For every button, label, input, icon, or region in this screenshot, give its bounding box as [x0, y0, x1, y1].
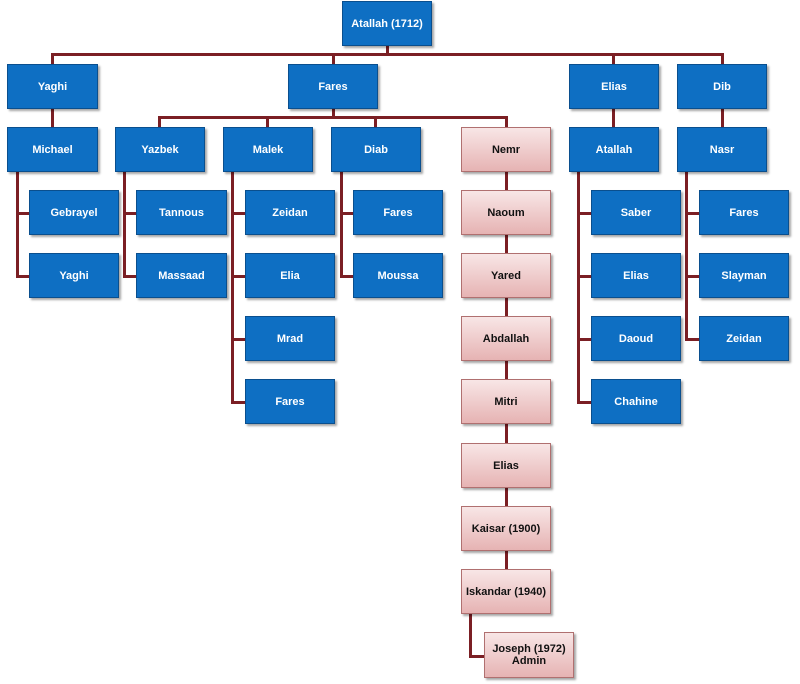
connector [685, 172, 688, 341]
node-elias-atallah[interactable]: Elias [591, 253, 681, 298]
node-abdallah[interactable]: Abdallah [461, 316, 551, 361]
connector [577, 401, 591, 404]
node-nasr[interactable]: Nasr [677, 127, 767, 172]
connector [386, 46, 389, 54]
node-elias-nemr[interactable]: Elias [461, 443, 551, 488]
node-moussa[interactable]: Moussa [353, 253, 443, 298]
node-malek[interactable]: Malek [223, 127, 313, 172]
connector [231, 212, 245, 215]
connector [577, 338, 591, 341]
connector [721, 109, 724, 128]
node-saber[interactable]: Saber [591, 190, 681, 235]
connector [51, 53, 54, 65]
node-fares[interactable]: Fares [288, 64, 378, 109]
connector [612, 53, 615, 65]
node-zeidan-nasr[interactable]: Zeidan [699, 316, 789, 361]
node-zeidan[interactable]: Zeidan [245, 190, 335, 235]
connector [469, 655, 485, 658]
connector [577, 212, 591, 215]
connector [158, 116, 508, 119]
connector [685, 275, 699, 278]
node-fares-nasr[interactable]: Fares [699, 190, 789, 235]
node-diab[interactable]: Diab [331, 127, 421, 172]
node-yazbek[interactable]: Yazbek [115, 127, 205, 172]
connector [231, 338, 245, 341]
node-dib[interactable]: Dib [677, 64, 767, 109]
connector [577, 275, 591, 278]
connector [123, 275, 137, 278]
connector [123, 172, 126, 278]
node-yaghi-child[interactable]: Yaghi [29, 253, 119, 298]
connector [332, 53, 335, 65]
connector [685, 212, 699, 215]
node-chahine[interactable]: Chahine [591, 379, 681, 424]
node-nemr[interactable]: Nemr [461, 127, 551, 172]
connector [505, 116, 508, 128]
node-massaad[interactable]: Massaad [136, 253, 227, 298]
connector [16, 172, 19, 278]
connector [340, 275, 354, 278]
node-elias[interactable]: Elias [569, 64, 659, 109]
node-fares-malek[interactable]: Fares [245, 379, 335, 424]
connector [340, 172, 343, 278]
node-kaisar[interactable]: Kaisar (1900) [461, 506, 551, 551]
connector [231, 275, 245, 278]
node-yared[interactable]: Yared [461, 253, 551, 298]
connector [266, 116, 269, 128]
node-tannous[interactable]: Tannous [136, 190, 227, 235]
connector [612, 109, 615, 128]
node-root[interactable]: Atallah (1712) [342, 1, 432, 46]
node-mrad[interactable]: Mrad [245, 316, 335, 361]
node-daoud[interactable]: Daoud [591, 316, 681, 361]
connector [721, 53, 724, 65]
connector [469, 614, 472, 658]
node-michael[interactable]: Michael [7, 127, 98, 172]
connector [16, 212, 30, 215]
connector [158, 116, 161, 128]
connector [505, 172, 508, 572]
connector [577, 172, 580, 404]
node-joseph[interactable]: Joseph (1972) Admin [484, 632, 574, 678]
node-iskandar[interactable]: Iskandar (1940) [461, 569, 551, 614]
node-naoum[interactable]: Naoum [461, 190, 551, 235]
connector [340, 212, 354, 215]
connector [332, 109, 335, 118]
node-gebrayel[interactable]: Gebrayel [29, 190, 119, 235]
node-slayman[interactable]: Slayman [699, 253, 789, 298]
connector [51, 53, 724, 56]
connector [231, 401, 245, 404]
node-mitri[interactable]: Mitri [461, 379, 551, 424]
node-atallah[interactable]: Atallah [569, 127, 659, 172]
connector [51, 109, 54, 128]
connector [123, 212, 137, 215]
node-elia[interactable]: Elia [245, 253, 335, 298]
connector [685, 338, 699, 341]
connector [16, 275, 30, 278]
connector [231, 172, 234, 404]
connector [374, 116, 377, 128]
node-yaghi[interactable]: Yaghi [7, 64, 98, 109]
node-fares-diab[interactable]: Fares [353, 190, 443, 235]
